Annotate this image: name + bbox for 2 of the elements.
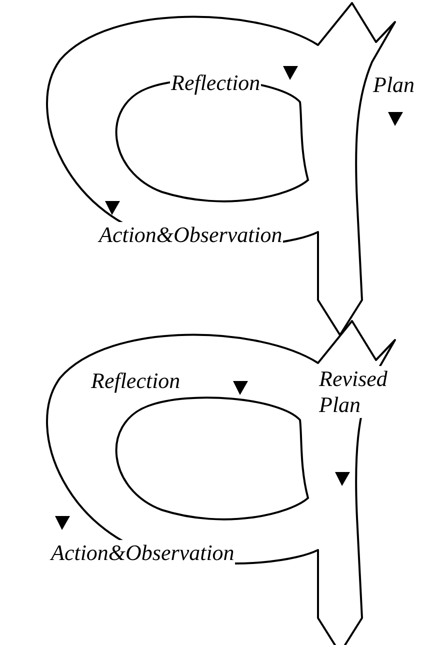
stage-label: Action&Observation xyxy=(98,222,284,248)
stage-label: Action&Observation xyxy=(50,540,236,566)
